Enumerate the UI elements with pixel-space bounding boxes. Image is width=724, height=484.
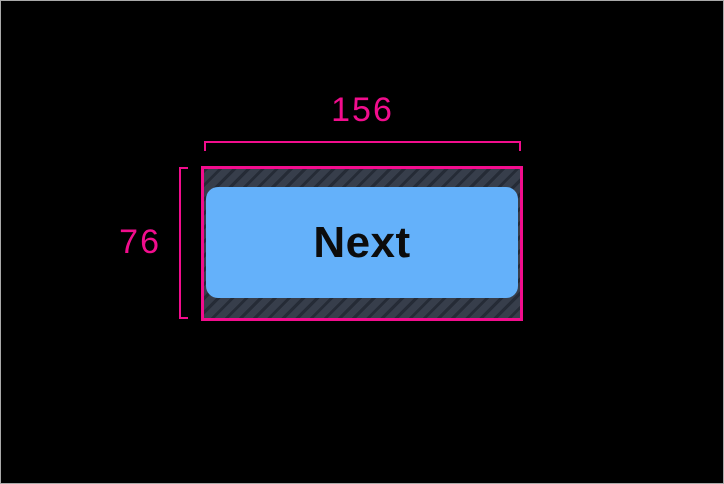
next-button-label: Next (313, 217, 411, 267)
width-dimension-label: 156 (331, 91, 394, 129)
height-measure-bracket (179, 167, 188, 319)
width-measure-bracket (204, 141, 521, 151)
next-button[interactable]: Next (206, 187, 518, 298)
height-dimension-label: 76 (119, 223, 161, 261)
touch-target-bounds: Next (201, 166, 523, 321)
